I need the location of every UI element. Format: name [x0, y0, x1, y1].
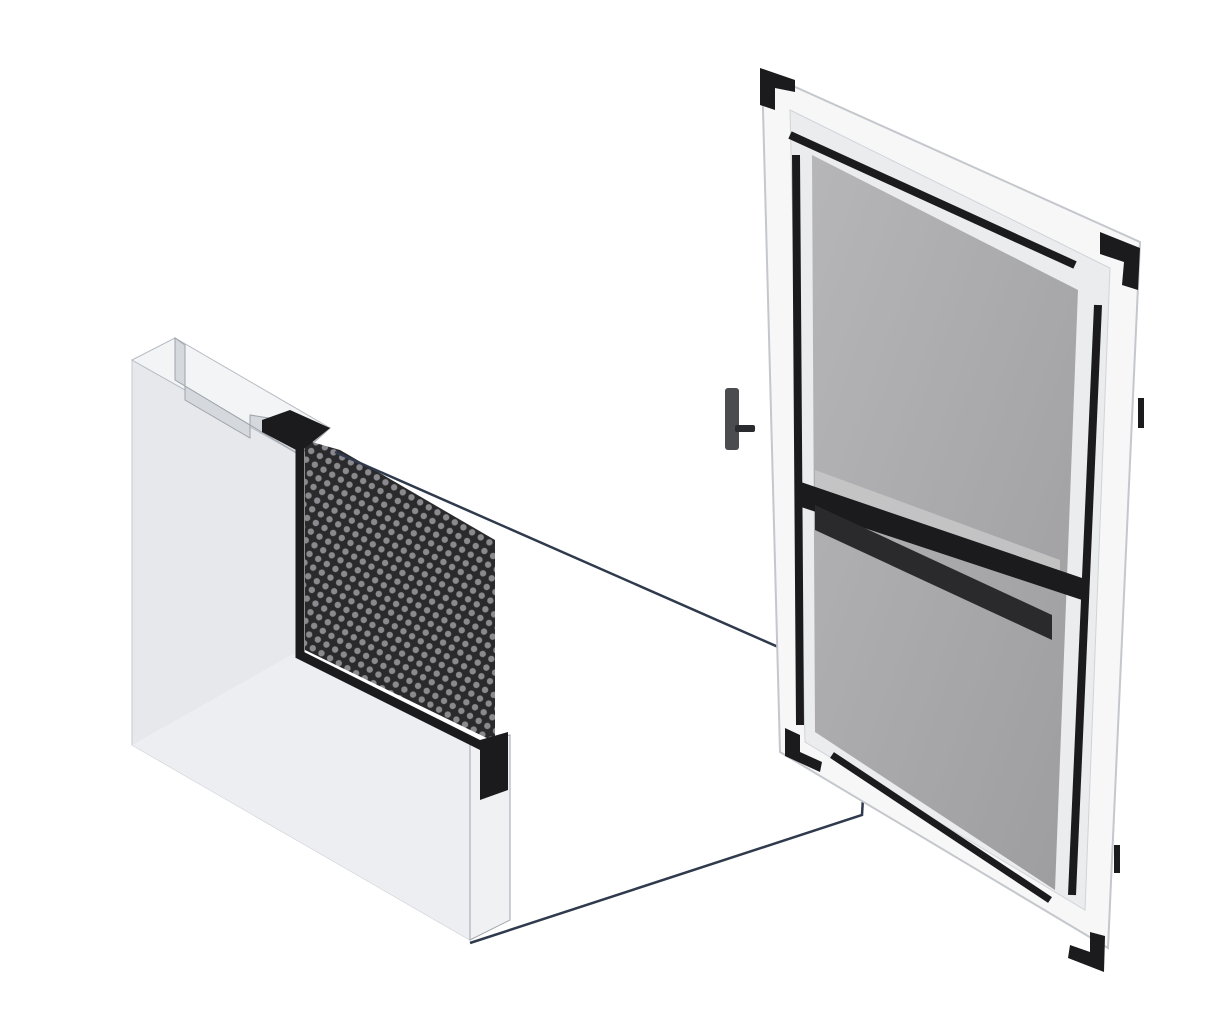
seal-strip-black — [295, 440, 493, 755]
corner-connector-top-right — [1100, 232, 1140, 290]
corner-connector-bottom-left — [785, 728, 822, 772]
bottom-clip-black — [480, 732, 508, 800]
profile-bottom-shadow — [132, 650, 470, 940]
bottom-spline-strip — [830, 752, 1052, 903]
frame-profile-cross-section — [130, 337, 511, 941]
screen-door-frame — [760, 68, 1144, 972]
corner-connector-top-left — [760, 68, 795, 110]
right-spline-strip — [1068, 304, 1102, 896]
hinge-top — [1138, 398, 1144, 428]
top-spline-strip — [788, 131, 1077, 269]
top-clip-black — [262, 410, 330, 452]
hinge-bottom — [1114, 845, 1120, 873]
left-spline-strip — [792, 154, 804, 726]
door-handle — [725, 388, 755, 450]
insect-mesh-closeup — [305, 440, 495, 742]
corner-connector-bottom-right — [1068, 932, 1105, 972]
pleated-mesh-bar — [795, 470, 1082, 640]
